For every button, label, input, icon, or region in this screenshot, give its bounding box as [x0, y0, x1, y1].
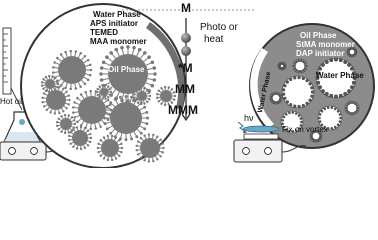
right-monomer-label: StMA monomer [296, 40, 355, 49]
condition-label-line1: Photo or [200, 22, 238, 33]
droplet [346, 46, 358, 58]
droplet [40, 74, 60, 94]
oil-phase-droplet-label: Oil Phase [108, 65, 145, 74]
droplet [292, 58, 308, 74]
trimer-label: MMM [168, 103, 198, 117]
monomer-label: M [181, 1, 191, 15]
reaction-scheme [122, 9, 255, 122]
droplet [315, 57, 357, 99]
left-initiator-label: APS initiator [90, 19, 139, 28]
droplet [67, 125, 93, 151]
droplet [132, 86, 152, 106]
condition-label-line2: heat [204, 34, 224, 45]
uv-light-icon [237, 121, 247, 133]
oil-droplet-group [40, 45, 177, 163]
droplet [96, 134, 124, 162]
droplet [135, 133, 165, 163]
droplet [317, 105, 343, 131]
droplet [281, 75, 315, 109]
uv-label: hν [244, 113, 254, 123]
droplet [280, 110, 304, 134]
thermometer [2, 27, 23, 111]
droplet [269, 91, 283, 105]
droplet [52, 49, 93, 91]
droplet [41, 85, 71, 115]
water-phase-droplet-label: Water Phase [316, 71, 364, 80]
droplet [102, 94, 150, 142]
right-oil-phase-label: Oil Phase [300, 31, 337, 40]
droplet [344, 100, 360, 116]
dimer-label: MM [175, 82, 195, 96]
monomer-ball [181, 33, 191, 43]
droplet [55, 113, 77, 135]
vortex-mixer [233, 125, 307, 163]
droplet [155, 85, 177, 107]
water-droplet-group [269, 46, 360, 143]
vortex-label: Fix on vortex [282, 125, 328, 134]
diagram-canvas [0, 3, 375, 168]
monomer-ball [181, 46, 191, 56]
hot-oil-label: Hot oil [0, 97, 23, 106]
left-water-phase-label: Water Phase [93, 10, 141, 19]
droplet [95, 83, 113, 101]
left-catalyst-label: TEMED [90, 28, 118, 37]
right-initiator-label: DAP initiator [296, 49, 345, 58]
droplet [277, 61, 287, 71]
droplet [309, 129, 323, 143]
left-monomer-label: MAA monomer [90, 37, 147, 46]
activated-monomer-label: *M [178, 61, 193, 75]
